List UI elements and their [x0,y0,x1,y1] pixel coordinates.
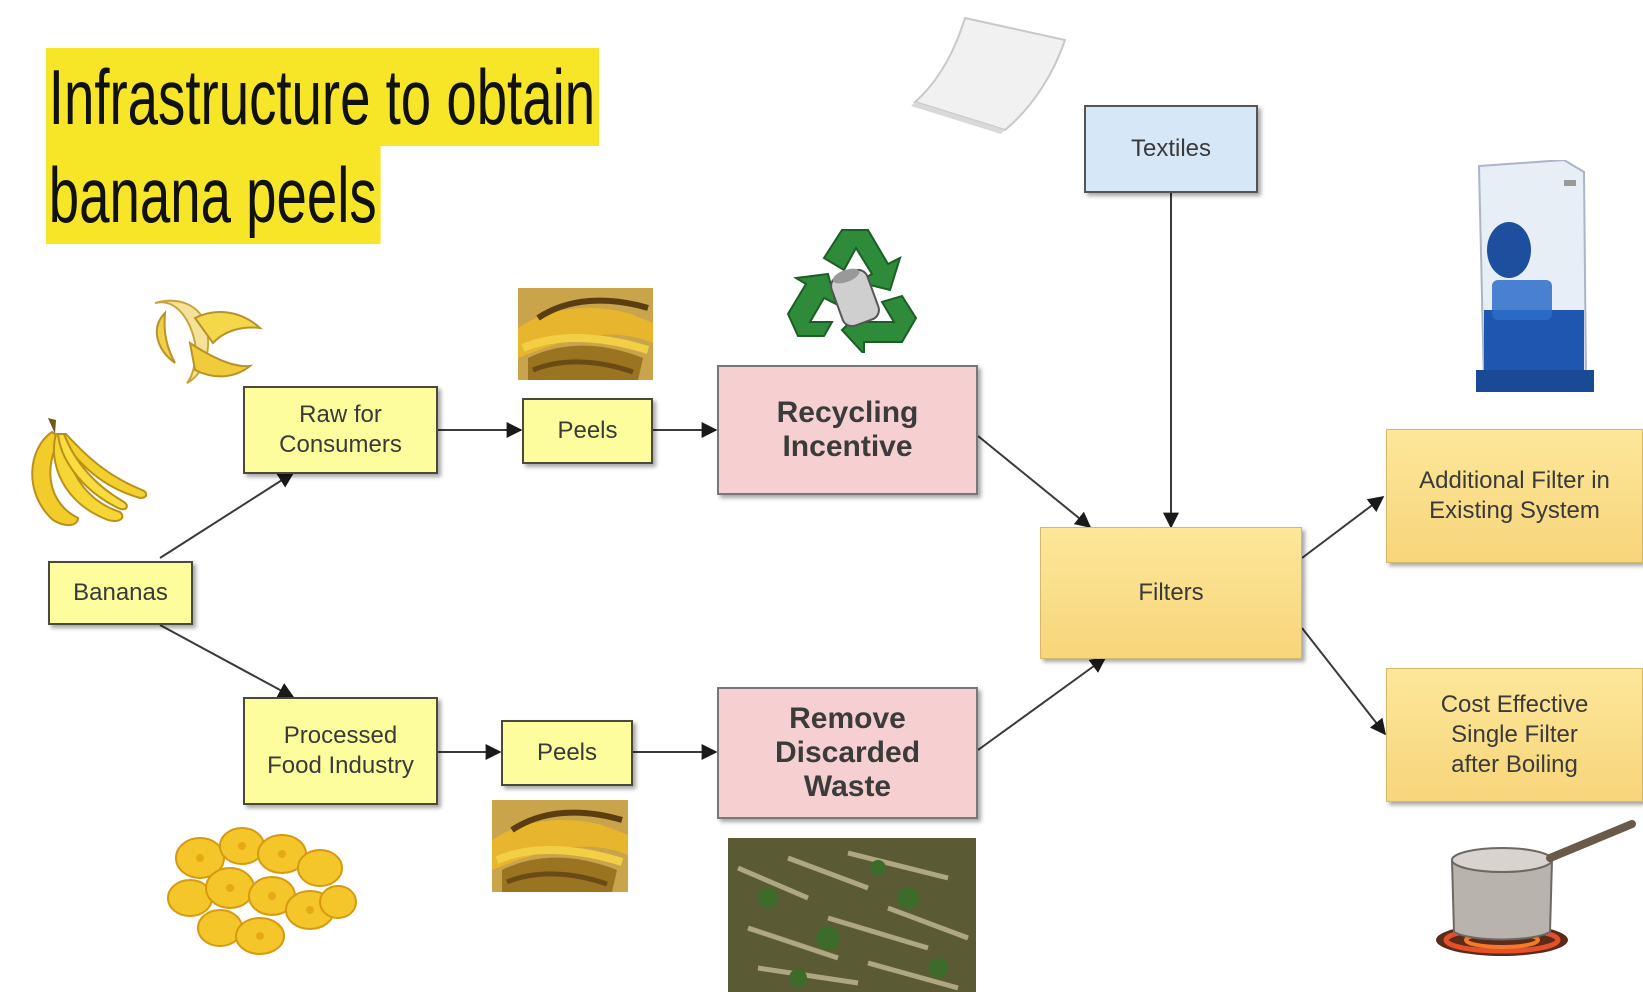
node-additional-filter: Additional Filter in Existing System [1386,429,1643,563]
node-peels-top: Peels [522,398,653,464]
banana-peels-photo-bottom [492,800,628,892]
node-additional-label-1: Additional Filter in [1419,467,1610,494]
node-raw-for-consumers: Raw for Consumers [243,386,438,474]
node-recycling-label-2: Incentive [782,430,913,463]
node-cost-label-1: Cost Effective [1440,691,1589,718]
node-raw-label-1: Raw for [299,401,382,428]
node-filters-label: Filters [1138,579,1204,606]
recycle-symbol-icon [786,229,918,353]
banana-bunch-icon [31,418,148,526]
node-cost-effective-filter: Cost Effective Single Filter after Boili… [1386,668,1643,802]
node-processed-label-2: Food Industry [267,752,414,779]
node-additional-label-2: Existing System [1429,497,1600,524]
banana-chips-icon [167,827,357,955]
node-peels-bottom-label: Peels [536,739,598,766]
node-processed-label-1: Processed [283,722,398,749]
title-line-1: Infrastructure to obtain [46,48,600,146]
title-line-2: banana peels [46,146,381,244]
node-bananas-label: Bananas [73,579,168,606]
node-recycling-incentive: Recycling Incentive [717,365,978,495]
node-remove-label-1: Remove [789,702,906,735]
banana-peels-photo-top [518,288,653,380]
arrow-remove-to-filters [977,657,1107,751]
node-peels-top-label: Peels [557,417,618,444]
node-bananas: Bananas [48,561,193,625]
node-recycling-label-1: Recycling [776,396,919,429]
page-title: Infrastructure to obtain banana peels [46,48,600,244]
arrow-filters-to-cost [1301,627,1386,736]
node-raw-label-2: Consumers [279,431,402,458]
boiling-pot-icon [1436,820,1636,956]
arrow-bananas-to-processed [159,624,295,698]
water-purifier-icon [1476,160,1594,392]
node-remove-discarded-waste: Remove Discarded Waste [717,687,978,819]
arrow-bananas-to-raw [159,472,295,559]
node-cost-label-3: after Boiling [1451,751,1578,778]
peeled-banana-icon [154,299,264,384]
node-textiles-label: Textiles [1130,135,1212,162]
node-peels-bottom: Peels [501,720,633,786]
node-remove-label-3: Waste [803,770,892,803]
textile-cloth-icon [911,16,1067,134]
node-remove-label-2: Discarded [774,736,921,769]
node-textiles: Textiles [1084,105,1258,193]
node-processed-food-industry: Processed Food Industry [243,697,438,805]
arrow-recycling-to-filters [977,435,1092,529]
node-filters: Filters [1040,527,1302,659]
node-cost-label-2: Single Filter [1451,721,1578,748]
discarded-waste-photo [728,838,976,992]
arrow-filters-to-additional [1301,496,1385,559]
